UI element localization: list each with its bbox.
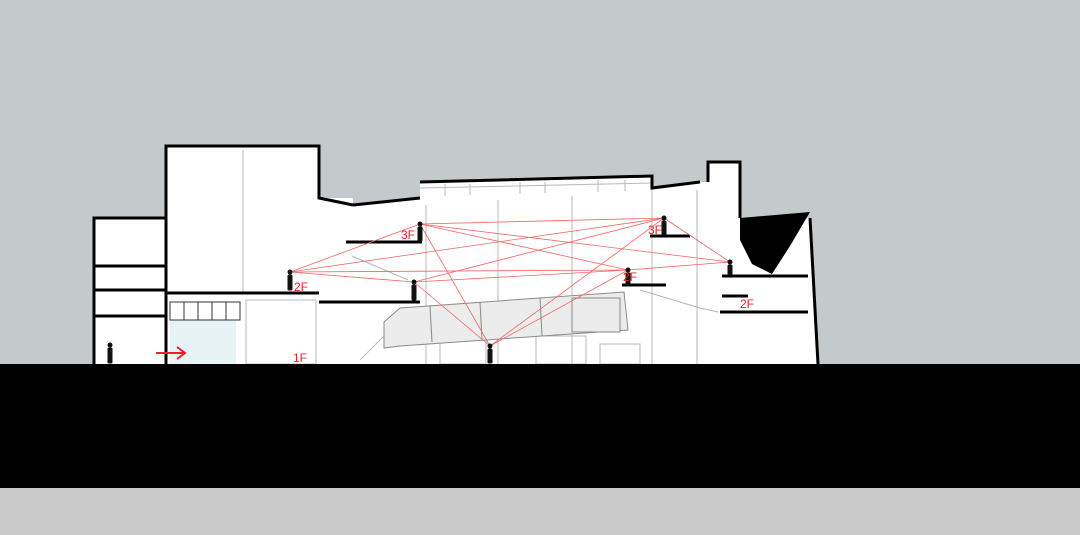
window-grid (169, 301, 241, 321)
arrow-right-icon (156, 346, 187, 360)
hopper (740, 212, 810, 274)
floor-label-1f: 1F (293, 351, 307, 365)
rotary-kiln (383, 291, 629, 349)
person-figure (287, 269, 293, 291)
person-figure (107, 342, 113, 364)
floor-label-2f-left: 2F (294, 280, 308, 294)
sightlines (289, 217, 731, 347)
person-figure (727, 259, 733, 276)
person-figure (417, 221, 423, 242)
floor-label-2f-right: 2F (740, 297, 754, 311)
floor-labels: 1F 2F 3F 3F 2F 2F (293, 223, 754, 365)
person-figure (661, 215, 667, 236)
ground (0, 364, 1080, 488)
structure-outline (92, 144, 820, 365)
person-figure (411, 279, 417, 301)
people (107, 215, 733, 364)
floor-label-3f-right: 3F (648, 223, 662, 237)
base-strip (0, 488, 1080, 535)
floor-label-3f-left: 3F (401, 228, 415, 242)
person-figure (625, 267, 631, 285)
person-figure (487, 343, 493, 364)
floor-label-2f-middle: 2F (623, 270, 637, 284)
